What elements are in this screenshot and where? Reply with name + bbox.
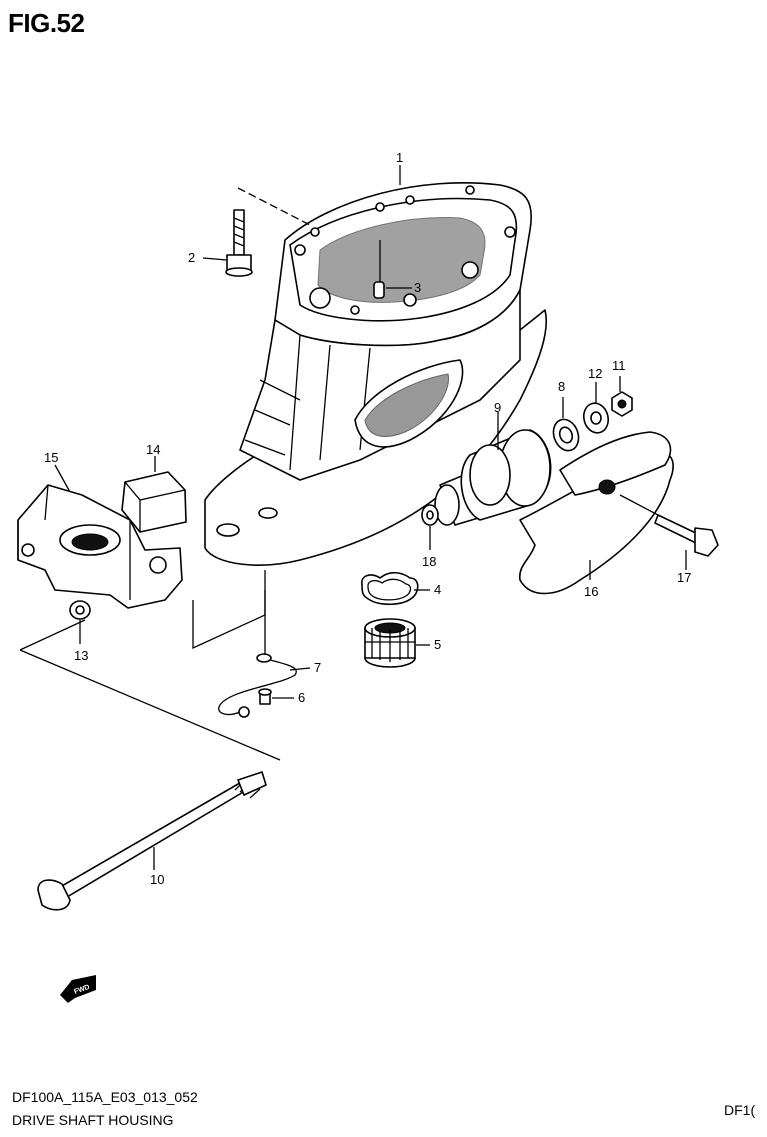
callout-10: 10: [150, 872, 164, 887]
callout-12: 12: [588, 366, 602, 381]
callout-11: 11: [612, 358, 626, 373]
washer-part-8: [552, 418, 580, 452]
dowel-pin-part-3: [373, 240, 385, 299]
callout-16: 16: [584, 584, 598, 599]
callout-2: 2: [188, 250, 195, 265]
callout-5: 5: [434, 637, 441, 652]
callout-17: 17: [677, 570, 691, 585]
upper-mount-housing-part-15: [17, 484, 183, 609]
bolt-part-17: [619, 494, 719, 557]
screw-part-6: [258, 688, 272, 705]
right-code-label: DF1(: [724, 1102, 756, 1118]
long-bolt-part-10: [37, 771, 267, 911]
fwd-arrow-icon: FWD: [60, 975, 96, 1003]
callout-8: 8: [558, 379, 565, 394]
section-name-label: DRIVE SHAFT HOUSING: [12, 1112, 174, 1128]
rubber-block-part-14: [121, 471, 187, 533]
figure-title: FIG.52: [8, 8, 85, 38]
callout-18: 18: [422, 554, 436, 569]
callout-6: 6: [298, 690, 305, 705]
callout-9: 9: [494, 400, 501, 415]
drive-shaft-housing-part: [204, 182, 548, 566]
washer-part-18: [421, 504, 439, 526]
callout-1: 1: [396, 150, 403, 165]
callout-4: 4: [434, 582, 441, 597]
mount-cover-part-16: [519, 431, 674, 595]
mount-rubber-part-9: [434, 429, 552, 526]
assembly-guide-line: [237, 187, 311, 226]
callout-13: 13: [74, 648, 88, 663]
callout-15: 15: [44, 450, 58, 465]
washer-part-12: [582, 402, 610, 434]
washer-part-13: [69, 600, 91, 620]
gasket-part-4: [361, 571, 419, 606]
bolt-part-2: [225, 209, 253, 277]
callout-7: 7: [314, 660, 321, 675]
bushing-part-5: [364, 618, 416, 668]
callout-14: 14: [146, 442, 160, 457]
assembly-guide-line: [19, 649, 281, 761]
assembly-guide-line: [19, 619, 86, 651]
ground-wire-part-7: [218, 590, 297, 718]
callout-3: 3: [414, 280, 421, 295]
model-code-label: DF100A_115A_E03_013_052: [12, 1089, 198, 1105]
nut-part-11: [611, 391, 633, 417]
assembly-guide-line: [192, 570, 266, 650]
